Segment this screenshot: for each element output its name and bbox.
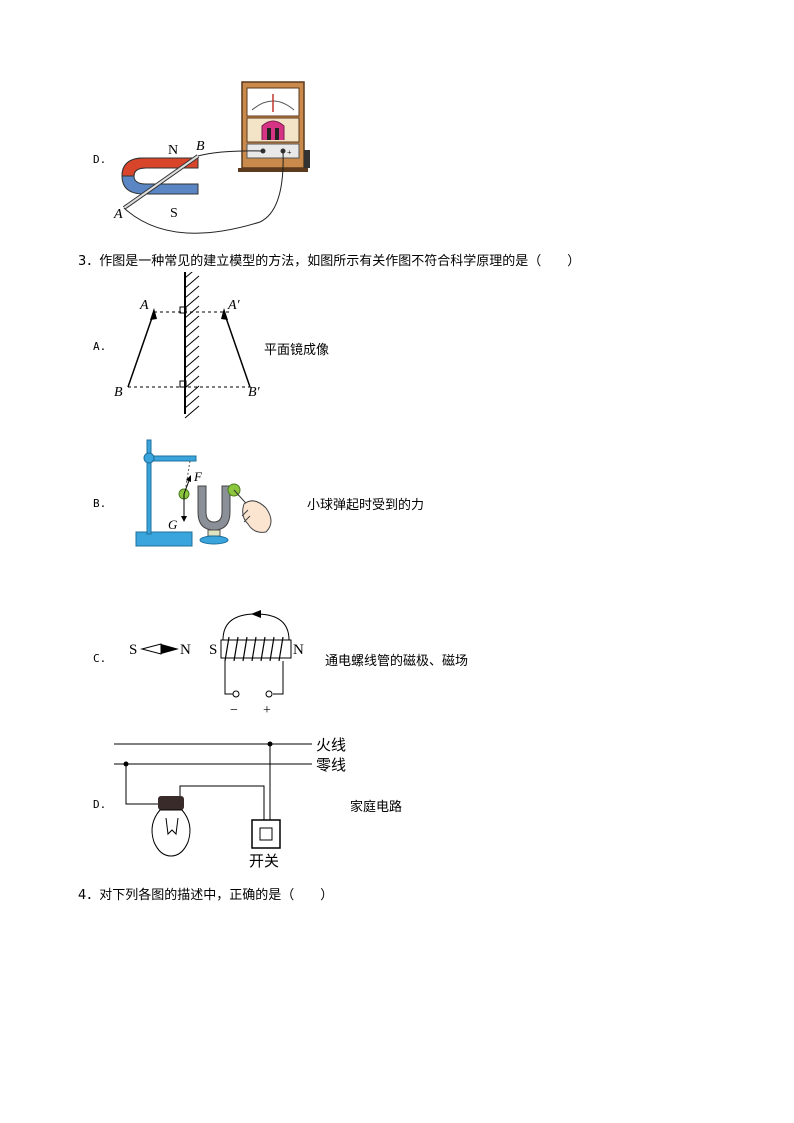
- ball-force-diagram-icon: F G: [135, 439, 272, 547]
- question-4-stem: 4．对下列各图的描述中，正确的是（ ）: [78, 888, 334, 903]
- magnet-s-label: S: [170, 206, 178, 221]
- svg-text:−: −: [230, 703, 238, 718]
- svg-text:S: S: [209, 642, 217, 658]
- option-a-caption: 平面镜成像: [264, 343, 330, 358]
- svg-text:零线: 零线: [316, 757, 346, 774]
- option-c-caption: 通电螺线管的磁极、磁场: [325, 654, 469, 669]
- option-c-label: C.: [93, 652, 107, 665]
- rod-a-label: A: [113, 207, 123, 222]
- switch-icon: [251, 819, 281, 849]
- svg-text:N: N: [180, 642, 191, 658]
- plane-mirror-diagram-icon: A A′ B B′: [114, 272, 261, 419]
- option-label: D.: [93, 153, 107, 166]
- galvanometer-icon: +: [238, 81, 310, 172]
- svg-text:开关: 开关: [249, 853, 279, 870]
- option-b-label: B.: [93, 497, 107, 510]
- svg-text:A: A: [139, 298, 149, 313]
- svg-text:N: N: [293, 642, 304, 658]
- light-bulb-icon: [151, 796, 191, 857]
- svg-text:+: +: [287, 148, 292, 157]
- svg-text:+: +: [263, 703, 271, 718]
- solenoid-diagram-icon: S N S N − +: [129, 610, 304, 718]
- option-a-label: A.: [93, 340, 107, 353]
- rod-b-label: B: [196, 139, 205, 154]
- svg-text:A′: A′: [227, 298, 241, 313]
- svg-text:B′: B′: [248, 385, 261, 400]
- option-d-caption: 家庭电路: [350, 800, 403, 815]
- question-3-stem: 3．作图是一种常见的建立模型的方法，如图所示有关作图不符合科学原理的是（ ）: [78, 254, 581, 269]
- option-d-label: D.: [93, 798, 107, 811]
- option-b-caption: 小球弹起时受到的力: [307, 498, 425, 513]
- svg-text:S: S: [129, 642, 137, 658]
- household-circuit-diagram-icon: 火线 零线 开关: [114, 737, 346, 870]
- magnet-n-label: N: [168, 143, 178, 158]
- svg-text:G: G: [168, 517, 178, 532]
- svg-text:F: F: [193, 469, 203, 484]
- svg-text:火线: 火线: [316, 737, 346, 754]
- induction-figure: + N S A B: [113, 81, 310, 234]
- svg-text:B: B: [114, 385, 123, 400]
